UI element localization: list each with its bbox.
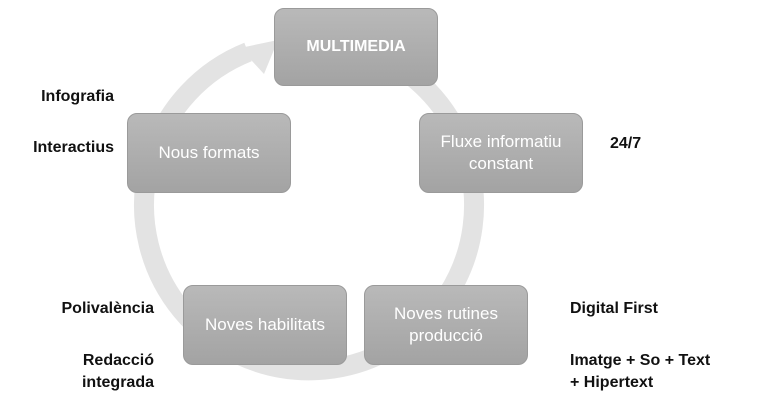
node-noves-rutines: Noves rutines producció: [364, 285, 528, 365]
node-fluxe-label: Fluxe informatiu constant: [440, 132, 562, 173]
annotation-polivalencia: Polivalència: [61, 300, 155, 317]
node-noves-habilitats: Noves habilitats: [183, 285, 347, 365]
node-rutines-label: Noves rutines producció: [394, 304, 498, 345]
node-formats-label: Nous formats: [158, 143, 260, 162]
node-nous-formats: Nous formats: [127, 113, 291, 193]
annotation-interactius: Interactius: [33, 139, 114, 156]
node-multimedia-label: MULTIMEDIA: [306, 38, 406, 55]
cycle-arrowhead: [240, 40, 278, 74]
node-habilitats-label: Noves habilitats: [204, 315, 325, 334]
annotation-imatge-so-text: Imatge + So + Text + Hipertext: [570, 352, 711, 391]
annotation-infografia: Infografia: [41, 88, 114, 105]
annotation-redaccio-integrada: Redacció integrada: [81, 352, 154, 391]
node-fluxe-informatiu: Fluxe informatiu constant: [419, 113, 583, 193]
annotation-24-7: 24/7: [610, 135, 642, 152]
node-multimedia: MULTIMEDIA: [274, 8, 438, 86]
annotation-digital-first: Digital First: [570, 300, 659, 317]
